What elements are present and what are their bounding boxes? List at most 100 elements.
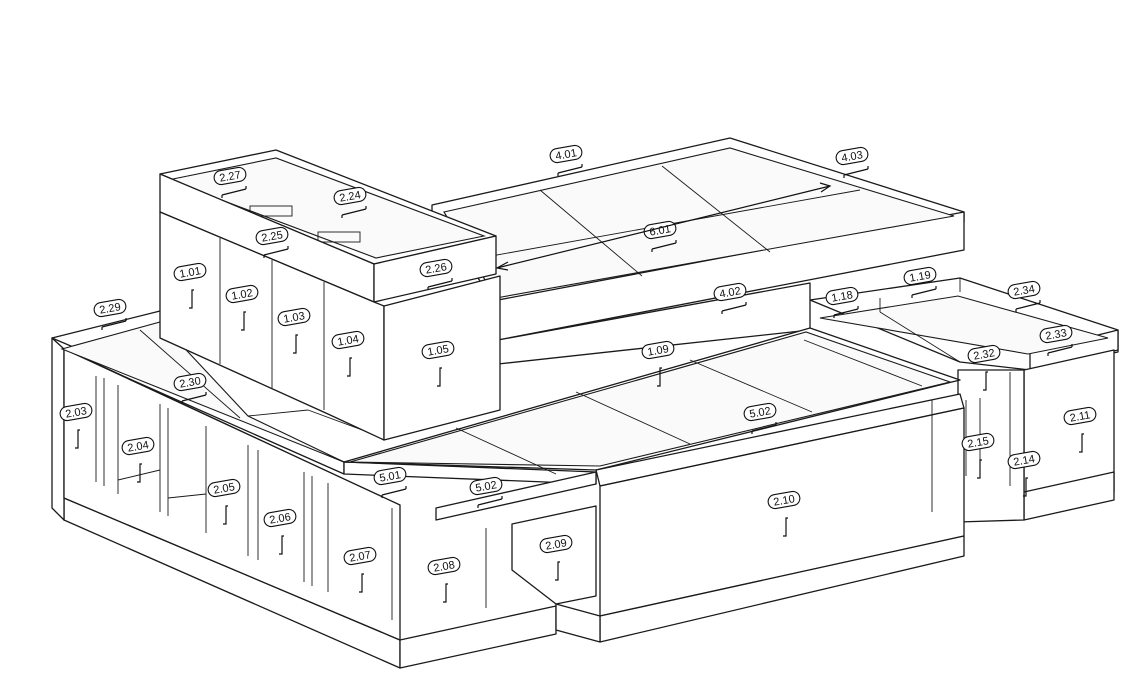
label-pill <box>835 146 869 166</box>
horizontal-direction-icon <box>843 166 869 178</box>
vertical-direction-icon <box>75 429 80 449</box>
label-text: 2.03 <box>65 405 88 421</box>
part-label-2-34: 2.34 <box>1007 280 1041 312</box>
label-pill <box>1039 324 1073 344</box>
part-label-2-14: 2.14 <box>1007 450 1041 497</box>
label-text: 6.01 <box>649 223 672 239</box>
vertical-direction-icon <box>657 367 662 387</box>
label-text: 2.24 <box>339 189 362 205</box>
part-label-2-03: 2.03 <box>59 402 93 449</box>
horizontal-direction-icon <box>751 422 777 434</box>
horizontal-direction-icon <box>101 318 127 330</box>
label-pill <box>469 476 503 496</box>
label-text: 2.34 <box>1013 283 1036 299</box>
part-label-2-33: 2.33 <box>1039 324 1073 356</box>
label-pill <box>421 340 455 360</box>
label-pill <box>743 402 777 422</box>
label-pill <box>713 282 747 302</box>
label-text: 4.03 <box>841 149 864 165</box>
part-label-2-07: 2.07 <box>343 546 377 593</box>
part-label-4-03: 4.03 <box>835 146 869 178</box>
label-text: 2.06 <box>269 511 292 527</box>
label-text: 1.18 <box>831 289 854 305</box>
part-label-1-05: 1.05 <box>421 340 455 387</box>
label-pill <box>277 307 311 327</box>
horizontal-direction-icon <box>181 392 207 404</box>
label-pill <box>825 286 859 306</box>
part-label-4-01: 4.01 <box>549 144 583 176</box>
label-pill <box>225 284 259 304</box>
left-base-unit <box>51 310 597 669</box>
part-label-2-04: 2.04 <box>121 436 155 483</box>
part-label-2-30: 2.30 <box>173 372 207 404</box>
label-pill <box>427 556 461 576</box>
horizontal-direction-icon <box>381 486 407 498</box>
horizontal-direction-icon <box>341 206 367 218</box>
part-label-4-02: 4.02 <box>713 282 747 314</box>
part-label-2-26: 2.26 <box>419 258 453 290</box>
label-text: 2.09 <box>545 537 568 553</box>
horizontal-direction-icon <box>477 496 503 508</box>
label-text: 2.15 <box>967 435 990 451</box>
part-label-1-02: 1.02 <box>225 284 259 331</box>
label-pill <box>121 436 155 456</box>
label-pill <box>767 490 801 510</box>
part-label-1-04: 1.04 <box>331 330 365 377</box>
label-text: 5.02 <box>475 479 498 495</box>
label-text: 2.05 <box>213 481 236 497</box>
label-text: 4.01 <box>555 147 578 163</box>
label-pill <box>207 478 241 498</box>
part-label-2-05: 2.05 <box>207 478 241 525</box>
vertical-direction-icon <box>983 371 988 391</box>
vertical-direction-icon <box>347 357 352 377</box>
part-label-2-27: 2.27 <box>213 166 247 198</box>
label-pill <box>213 166 247 186</box>
dimension-arrows <box>495 182 832 271</box>
vertical-direction-icon <box>293 334 298 354</box>
part-label-1-19: 1.19 <box>903 266 937 298</box>
vertical-direction-icon <box>1079 433 1084 453</box>
label-text: 1.01 <box>179 265 202 281</box>
label-text: 2.32 <box>973 347 996 363</box>
label-text: 1.19 <box>909 269 932 285</box>
label-pill <box>59 402 93 422</box>
label-pill <box>539 534 573 554</box>
label-text: 1.04 <box>337 333 360 349</box>
vertical-direction-icon <box>137 463 142 483</box>
label-pill <box>1007 280 1041 300</box>
label-text: 2.10 <box>773 493 796 509</box>
part-label-2-09: 2.09 <box>539 534 573 581</box>
label-pill <box>373 466 407 486</box>
label-text: 2.30 <box>179 375 202 391</box>
part-label-2-08: 2.08 <box>427 556 461 603</box>
label-pill <box>173 262 207 282</box>
label-text: 2.11 <box>1069 409 1091 424</box>
horizontal-direction-icon <box>1015 300 1041 312</box>
part-label-2-25: 2.25 <box>255 226 289 258</box>
label-pill <box>419 258 453 278</box>
part-label-2-24: 2.24 <box>333 186 367 218</box>
part-label-5-01: 5.01 <box>373 466 407 498</box>
horizontal-direction-icon <box>721 302 747 314</box>
horizontal-direction-icon <box>833 306 859 318</box>
center-platform <box>343 327 961 475</box>
label-text: 2.27 <box>219 169 242 185</box>
front-center-unit <box>435 393 965 643</box>
label-pill <box>173 372 207 392</box>
horizontal-direction-icon <box>911 286 937 298</box>
label-pill <box>1063 406 1097 426</box>
label-pill <box>961 432 995 452</box>
label-text: 2.08 <box>433 559 456 575</box>
horizontal-direction-icon <box>427 278 453 290</box>
label-text: 2.25 <box>261 229 284 245</box>
vertical-direction-icon <box>189 289 194 309</box>
label-pill <box>641 340 675 360</box>
label-text: 2.04 <box>127 439 150 455</box>
label-text: 2.07 <box>349 549 372 565</box>
label-pill <box>333 186 367 206</box>
label-pill <box>331 330 365 350</box>
part-label-1-09: 1.09 <box>641 340 675 387</box>
label-pill <box>263 508 297 528</box>
label-text: 2.14 <box>1013 453 1036 469</box>
horizontal-direction-icon <box>221 186 247 198</box>
